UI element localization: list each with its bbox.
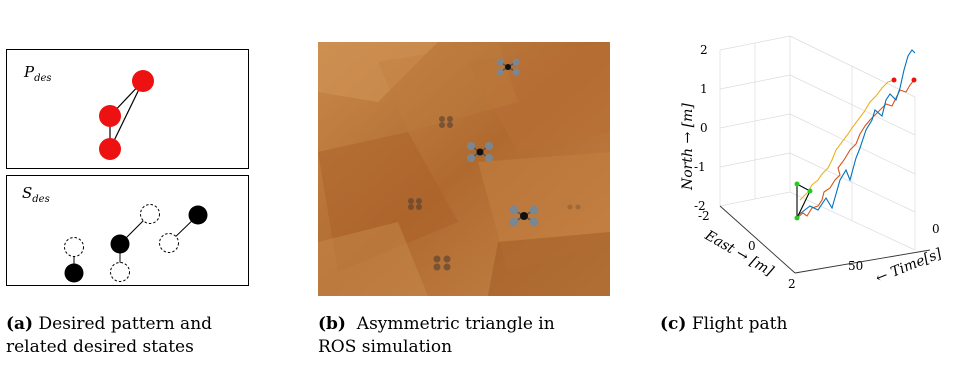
state-current <box>64 263 84 283</box>
east-axis-label: East → [m] <box>701 227 776 280</box>
time-tick: 50 <box>848 259 863 273</box>
caption-a: (a) Desired pattern and related desired … <box>6 314 213 357</box>
pattern-node <box>99 105 121 127</box>
drone-shadow <box>567 204 581 210</box>
state-current <box>188 205 208 225</box>
flight-path-plot: 2 1 0 -1 -2 -2 0 2 50 0 North → [m] East… <box>680 35 945 291</box>
east-tick: 0 <box>748 239 756 253</box>
north-axis-label: North → [m] <box>680 103 696 191</box>
drone <box>496 58 520 76</box>
desired-pattern-diagram <box>99 70 154 160</box>
north-tick: 1 <box>700 82 708 96</box>
start-marker <box>807 188 813 194</box>
ros-simulation-image <box>318 42 610 296</box>
time-axis-label: ← Time[s] <box>874 246 945 287</box>
end-marker <box>891 77 897 83</box>
state-desired <box>159 233 179 253</box>
north-tick: 0 <box>700 121 708 135</box>
series-orange <box>796 79 915 219</box>
series-yellow <box>799 79 895 201</box>
end-marker <box>911 77 917 83</box>
north-tick: -2 <box>694 199 706 213</box>
state-desired <box>110 262 130 282</box>
time-tick: 0 <box>932 222 940 236</box>
state-desired <box>64 237 84 257</box>
series-blue <box>796 49 916 217</box>
east-tick: 2 <box>788 277 796 291</box>
series-black <box>796 183 811 219</box>
drone-shadow <box>439 116 453 128</box>
drone <box>467 142 493 162</box>
desired-states-box: Sdes <box>6 175 249 286</box>
state-current <box>110 234 130 254</box>
east-tick: -2 <box>698 209 710 223</box>
state-desired <box>140 204 160 224</box>
start-marker <box>794 181 800 187</box>
drone-shadow <box>433 255 451 271</box>
caption-c: (c) Flight path <box>660 314 788 334</box>
drone-shadow <box>408 198 422 210</box>
drone <box>509 205 539 227</box>
north-tick: 2 <box>700 43 708 57</box>
states-label: Sdes <box>22 184 50 205</box>
pattern-node <box>132 70 154 92</box>
north-tick: -1 <box>694 160 706 174</box>
pattern-node <box>99 138 121 160</box>
desired-pattern-box: Pdes <box>6 49 249 169</box>
desired-states-diagram <box>64 204 208 283</box>
start-marker <box>794 215 800 221</box>
pattern-label: Pdes <box>24 63 52 84</box>
caption-b: (b) Asymmetric triangle in ROS simulatio… <box>318 314 555 357</box>
